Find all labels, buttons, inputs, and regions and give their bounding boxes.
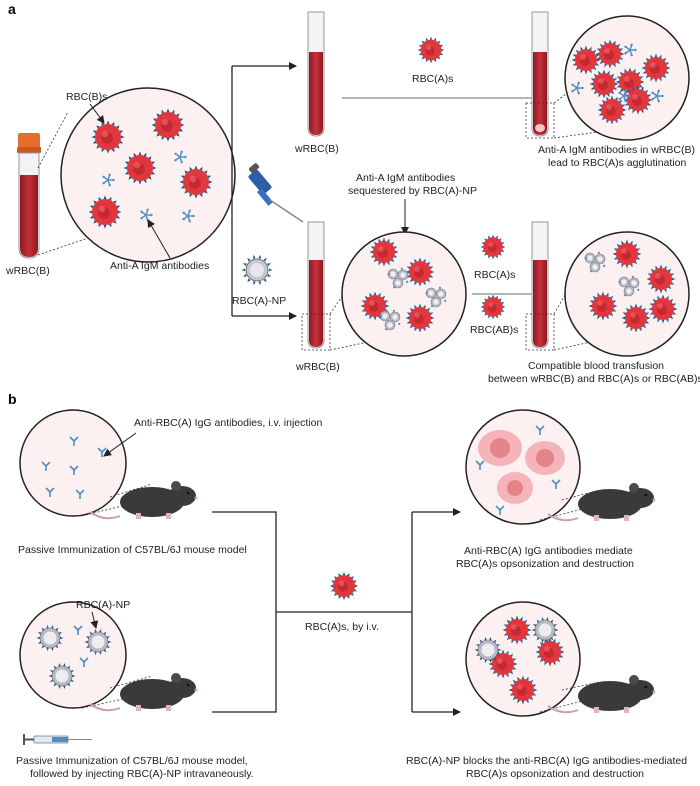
arrow-antibody (147, 219, 171, 259)
tube-left-label: wRBC(B) (5, 265, 50, 277)
bottom-tube-label: wRBC(B) (295, 361, 340, 373)
mouse-icon-bottom-right (547, 675, 656, 714)
zoom-line-top (37, 111, 69, 169)
zoom-circle-sequester (341, 231, 467, 357)
np-igg-complexes (36, 624, 112, 690)
np-clusters-sequester (379, 267, 447, 331)
zoom-circle-np (19, 601, 127, 709)
top-result-line1: Anti-A IgM antibodies in wRBC(B) (538, 144, 695, 156)
top-tube-label: wRBC(B) (294, 143, 339, 155)
agglutinated-rbcs (571, 39, 671, 125)
igm-antibodies (102, 150, 195, 223)
zoom-line-mouse-2 (81, 499, 147, 517)
top-result-line2: lead to RBC(A)s agglutination (548, 157, 686, 169)
zoom-box-top (525, 102, 555, 139)
panel-a-letter: a (8, 1, 16, 17)
syringe-icon (23, 734, 92, 745)
bottom-result-line2: between wRBC(B) and RBC(A)s or RBC(AB)s (488, 373, 700, 385)
mouse-icon-top (89, 481, 198, 520)
sequester-line1: Anti-A IgM antibodies (356, 172, 455, 184)
panel-b-letter: b (8, 391, 17, 407)
rbc-cells-compatible (588, 239, 678, 333)
rbc-cells-b (88, 108, 213, 229)
np-protected (474, 616, 559, 664)
rbca-icon-center (329, 571, 359, 601)
connector-left (212, 511, 277, 713)
destroyed-rbcs (478, 430, 565, 504)
np-label-b: RBC(A)-NP (76, 599, 130, 611)
model-bottom-line1: Passive Immunization of C57BL/6J mouse m… (16, 755, 248, 767)
zoom-line-mouse-r4 (539, 697, 595, 713)
arrow-rbcb (89, 103, 105, 124)
rbc-cells-sequester (360, 237, 435, 333)
model-top-caption: Passive Immunization of C57BL/6J mouse m… (18, 544, 247, 556)
zoom-box-bottom (301, 313, 331, 351)
rbca-np-icon (245, 258, 269, 282)
zoom-line-mouse-3 (109, 675, 153, 689)
tube-bottom-right (531, 221, 549, 349)
igm-antibodies-top (571, 43, 664, 103)
igg-antibodies-destruction (475, 425, 561, 515)
np-clusters-compatible (584, 251, 640, 297)
zoom-circle-igg (19, 409, 127, 517)
mouse-icon-bottom-left (89, 673, 198, 712)
rbc-cells-protected (488, 615, 565, 705)
result-top-line2: RBC(A)s opsonization and destruction (456, 558, 634, 570)
arrow-np-b (90, 611, 99, 629)
result-top-line1: Anti-RBC(A) IgG antibodies mediate (464, 545, 633, 557)
center-label: RBC(A)s, by i.v. (305, 621, 379, 633)
zoom-box-bottom-r (525, 313, 555, 351)
pipette-icon (248, 163, 304, 223)
result-bottom-line1: RBC(A)-NP blocks the anti-RBC(A) IgG ant… (406, 755, 687, 767)
result-bottom-line2: RBC(A)s opsonization and destruction (466, 768, 644, 780)
np-label: RBC(A)-NP (232, 295, 286, 307)
sequester-line2: sequestered by RBC(A)-NP (348, 185, 477, 197)
tube-bottom-middle (307, 221, 325, 349)
tube-top-middle (307, 11, 325, 137)
arrow-label-rbcab: RBC(AB)s (470, 324, 518, 336)
arrow-label-rbca: RBC(A)s (474, 269, 515, 281)
label-rbcb: RBC(B)s (66, 91, 107, 103)
igg-antibodies (41, 436, 107, 499)
bottom-result-line1: Compatible blood transfusion (528, 360, 664, 372)
zoom-line-mouse-4 (81, 693, 147, 709)
zoom-line-bottom (37, 237, 89, 256)
rbca-icon-top (417, 36, 445, 64)
igg-antibodies-bottom (73, 625, 89, 667)
zoom-line-mouse-1 (109, 483, 153, 498)
label-antibody: Anti-A IgM antibodies (110, 260, 209, 272)
rbcab-icon-bottom (480, 294, 506, 320)
model-bottom-line2: followed by injecting RBC(A)-NP intravan… (30, 768, 254, 780)
tube-top-right (531, 11, 549, 137)
rbca-np-spikes (241, 254, 273, 286)
rbca-icon-bottom (480, 234, 506, 260)
mouse-icon-top-right (547, 483, 656, 522)
blood-tube-with-cap (17, 133, 41, 259)
injection-label: Anti-RBC(A) IgG antibodies, i.v. injecti… (134, 417, 322, 429)
zoom-circle-destruction (465, 409, 581, 525)
top-arrow-label: RBC(A)s (412, 73, 453, 85)
zoom-line-mouse-r2 (539, 505, 595, 521)
arrow-injection (103, 432, 137, 457)
